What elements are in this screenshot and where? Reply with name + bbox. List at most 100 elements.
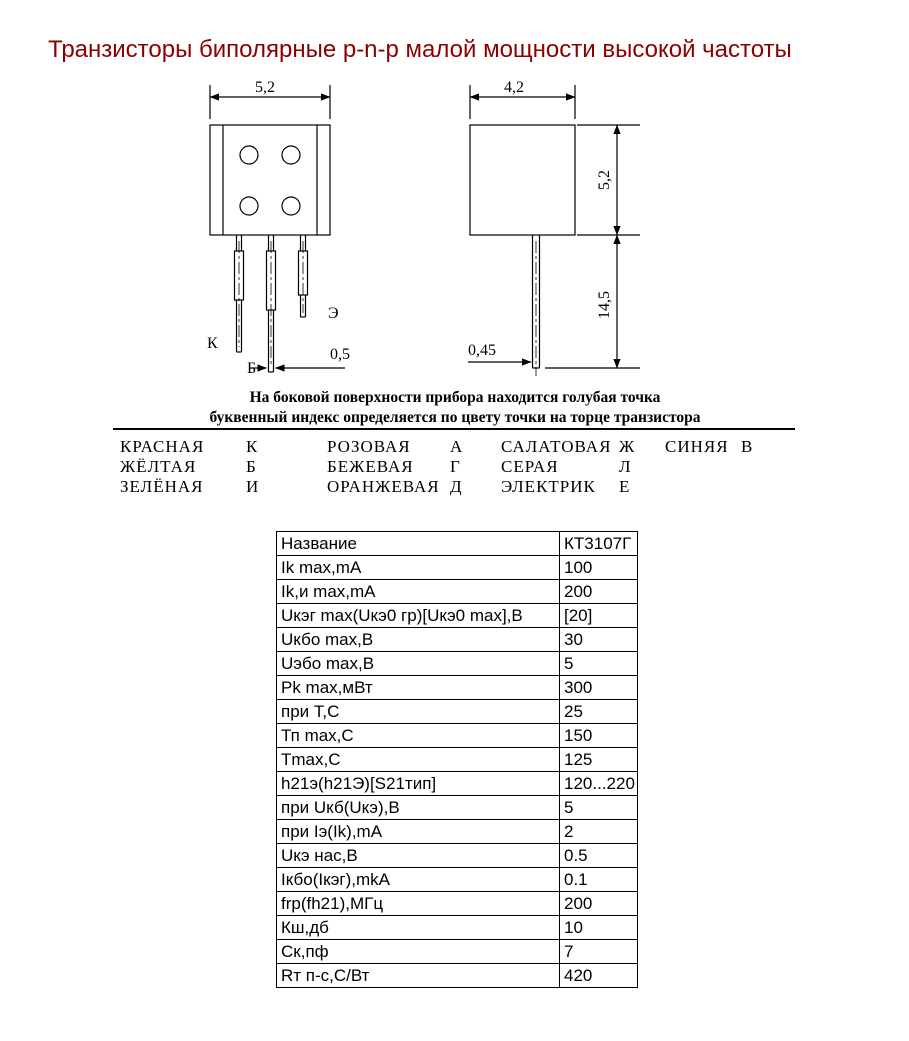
spec-table: Название КТ3107Г Ik max,mA 100 Ik,и max,…: [276, 531, 638, 988]
color-name: БЕЖЕВАЯ: [327, 457, 414, 476]
spec-param: Uкэ нас,В: [276, 843, 560, 868]
spec-param: при Iэ(Ik),mA: [276, 819, 560, 844]
spec-row: Тп max,С 150: [276, 723, 638, 748]
color-letter: [741, 457, 810, 477]
color-letter: Ж: [619, 437, 636, 456]
spec-row: Ik max,mA 100: [276, 555, 638, 580]
divider-line: [113, 428, 795, 430]
dim-front-width-label: 5,2: [255, 79, 275, 96]
spec-value: 125: [559, 747, 638, 772]
front-view-body: [209, 124, 331, 236]
color-letter: [741, 477, 810, 497]
front-leads: [233, 235, 309, 373]
color-name: СЕРАЯ: [501, 457, 559, 476]
spec-param: Pk max,мВт: [276, 675, 560, 700]
color-letter: Л: [619, 457, 632, 476]
spec-value: 0.5: [559, 843, 638, 868]
color-name: [665, 457, 741, 477]
color-code-row: ЖЁЛТАЯ Б БЕЖЕВАЯ Г СЕРАЯ Л: [120, 457, 810, 477]
spec-value: 2: [559, 819, 638, 844]
spec-value: 7: [559, 939, 638, 964]
spec-value: КТ3107Г: [559, 531, 638, 556]
color-name: [665, 477, 741, 497]
dim-side-width-label: 4,2: [504, 79, 524, 96]
color-name: САЛАТОВАЯ: [501, 437, 612, 456]
color-letter: К: [246, 437, 259, 456]
marking-notes: На боковой поверхности прибора находится…: [15, 388, 895, 428]
color-name: ЗЕЛЁНАЯ: [120, 477, 204, 496]
lead-emitter: [297, 235, 309, 318]
mounting-hole: [281, 145, 301, 165]
color-letter: Г: [450, 457, 461, 476]
color-letter: И: [246, 477, 260, 496]
spec-param: Uкбо max,В: [276, 627, 560, 652]
spec-value: 200: [559, 579, 638, 604]
spec-value: 0.1: [559, 867, 638, 892]
color-letter: А: [450, 437, 464, 456]
dim-side-height-label: 5,2: [596, 170, 613, 190]
note-line-2: буквенный индекс определяется по цвету т…: [209, 409, 701, 426]
mounting-hole: [239, 145, 259, 165]
spec-row: Pk max,мВт 300: [276, 675, 638, 700]
color-letter: Д: [450, 477, 463, 496]
dim-lead-thickness-label: 0,5: [330, 346, 350, 363]
spec-param: Ik max,mA: [276, 555, 560, 580]
spec-value: 5: [559, 651, 638, 676]
spec-row: Uкэ нас,В 0.5: [276, 843, 638, 868]
color-name: СИНЯЯ: [665, 437, 729, 456]
mounting-hole: [281, 196, 301, 216]
spec-param: при Т,С: [276, 699, 560, 724]
pin-base-label: Б: [247, 360, 256, 377]
package-drawing: 5,2 0,5 К Б Э 4,2 5,2 14,5 0,45: [207, 79, 640, 377]
spec-row: Ik,и max,mA 200: [276, 579, 638, 604]
spec-row: при Т,С 25: [276, 699, 638, 724]
spec-param: h21э(h21Э)[S21тип]: [276, 771, 560, 796]
spec-param: Ik,и max,mA: [276, 579, 560, 604]
spec-row: Rт п-с,С/Вт 420: [276, 963, 638, 988]
spec-row: h21э(h21Э)[S21тип] 120...220: [276, 771, 638, 796]
side-view-body: [469, 124, 576, 236]
spec-param: Uэбо max,В: [276, 651, 560, 676]
spec-value: 25: [559, 699, 638, 724]
color-name: ЭЛЕКТРИК: [501, 477, 596, 496]
front-width-dimension: [209, 85, 331, 119]
front-body-outline: [209, 124, 331, 236]
color-name: КРАСНАЯ: [120, 437, 205, 456]
color-code-row: КРАСНАЯ К РОЗОВАЯ А САЛАТОВАЯ Ж СИНЯЯ В: [120, 437, 810, 457]
page-title: Транзисторы биполярные p-n-p малой мощно…: [48, 36, 792, 64]
spec-value: 5: [559, 795, 638, 820]
side-height-dimension: [577, 124, 640, 236]
spec-row: Название КТ3107Г: [276, 531, 638, 556]
spec-value: 200: [559, 891, 638, 916]
lead-length-dimension: [545, 234, 640, 369]
spec-row: при Iэ(Ik),mA 2: [276, 819, 638, 844]
spec-row: frp(fh21),МГц 200: [276, 891, 638, 916]
spec-row: Кш,дб 10: [276, 915, 638, 940]
spec-param: Кш,дб: [276, 915, 560, 940]
color-name: ОРАНЖЕВАЯ: [327, 477, 440, 496]
spec-row: Uэбо max,В 5: [276, 651, 638, 676]
dim-lead-width-label: 0,45: [468, 342, 496, 359]
color-letter: Е: [619, 477, 631, 496]
spec-row: Ск,пф 7: [276, 939, 638, 964]
lead-base: [265, 235, 277, 373]
spec-param: Uкэг max(Uкэ0 гр)[Uкэ0 max],В: [276, 603, 560, 628]
spec-row: Uкбо max,В 30: [276, 627, 638, 652]
spec-value: 300: [559, 675, 638, 700]
pin-emitter-label: Э: [328, 305, 339, 322]
spec-value: [20]: [559, 603, 638, 628]
side-lead: [531, 235, 541, 376]
spec-value: 100: [559, 555, 638, 580]
spec-row: при Uкб(Uкэ),В 5: [276, 795, 638, 820]
spec-param: Название: [276, 531, 560, 556]
dim-lead-length-label: 14,5: [596, 291, 613, 319]
spec-param: Ск,пф: [276, 939, 560, 964]
color-letter: Б: [246, 457, 257, 476]
color-code-table: КРАСНАЯ К РОЗОВАЯ А САЛАТОВАЯ Ж СИНЯЯ В …: [120, 437, 810, 497]
spec-value: 150: [559, 723, 638, 748]
spec-param: Iкбо(Iкэг),mkA: [276, 867, 560, 892]
mounting-hole: [239, 196, 259, 216]
spec-param: frp(fh21),МГц: [276, 891, 560, 916]
color-name: РОЗОВАЯ: [327, 437, 411, 456]
spec-param: Тп max,С: [276, 723, 560, 748]
